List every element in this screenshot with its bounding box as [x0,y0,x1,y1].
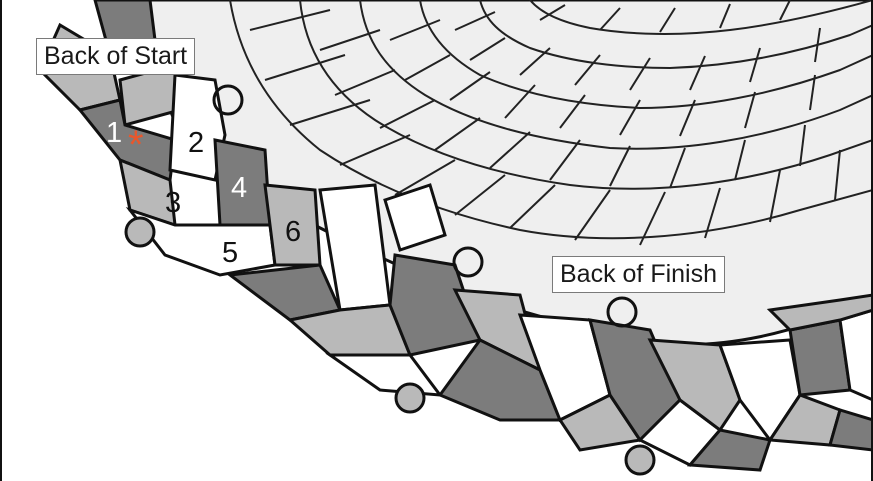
strand-numbers: 1 * 2 3 4 5 6 [106,117,301,269]
strand-number-3: 3 [165,187,181,219]
lacing-loops [124,84,656,476]
strand-number-1: 1 [106,117,122,149]
braid-outer-row [38,0,873,472]
back-of-finish-label: Back of Finish [552,256,726,293]
strand-number-4: 4 [231,172,247,204]
strand-number-6: 6 [285,216,301,248]
back-of-start-label: Back of Start [36,38,196,75]
strand-number-5: 5 [222,237,238,269]
start-asterisk-icon: * [128,123,144,167]
strand-number-2: 2 [188,127,204,159]
